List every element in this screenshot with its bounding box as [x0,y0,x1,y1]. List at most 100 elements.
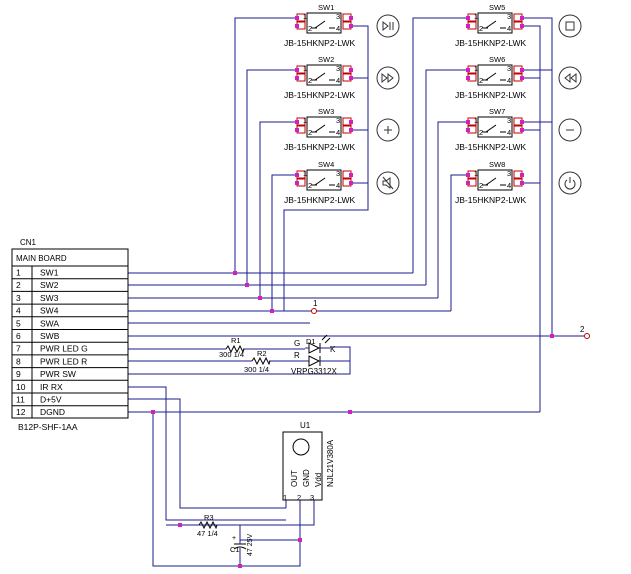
c1-ref: C1 [230,545,240,554]
play-pause-icon [376,14,400,38]
switch-pin-2: 2 [479,76,483,85]
volume-down-icon [558,118,582,142]
switch-pin-3: 3 [336,169,340,178]
switch-pin-3: 3 [336,12,340,21]
switch-pin-1: 1 [303,64,307,73]
switch-pin-3: 3 [507,116,511,125]
connector-pin-number: 12 [16,407,26,417]
switch-pin-1: 1 [474,169,478,178]
connector-title: MAIN BOARD [16,254,67,263]
switch-body [477,64,513,86]
connector-pin-label: PWR LED G [40,344,88,354]
connector-pin-label: D+5V [40,395,62,405]
connector-pin-label: SW4 [40,306,59,316]
led-k-label: K [330,345,336,354]
c1-polarity: + [232,535,236,542]
connector-pin-number: 8 [16,356,21,366]
switch-pin-2: 2 [308,181,312,190]
switch-ref: SW4 [318,160,334,169]
switch-pin-4: 4 [507,24,511,33]
switch-pin-3: 3 [507,169,511,178]
switch-pin-1: 1 [474,116,478,125]
r1-value: 300 1/4 [219,350,244,359]
resistor-r2 [251,356,271,366]
connector-pin-number: 6 [16,331,21,341]
u1-pin-2-label: GND [302,469,311,487]
switch-ref: SW6 [489,55,505,64]
switch-pin-2: 2 [479,128,483,137]
switch-body [477,169,513,191]
connector-pin-label: PWR SW [40,369,76,379]
r3-value: 47 1/4 [197,529,218,538]
led-part: VRPG3312X [291,367,337,376]
switch-pin-4: 4 [336,24,340,33]
switch-ref: SW2 [318,55,334,64]
connector-pin-label: SW1 [40,268,59,278]
resistor-r3 [198,520,218,530]
led-g-label: G [294,339,300,348]
switch-pin-2: 2 [308,128,312,137]
switch-part-number: JB-15HKNP2-LWK [284,90,355,100]
switch-pin-2: 2 [308,76,312,85]
switch-ref: SW3 [318,107,334,116]
connector-pin-number: 3 [16,293,21,303]
switch-pin-1: 1 [474,12,478,21]
switch-pin-4: 4 [336,181,340,190]
resistor-r1 [225,344,245,354]
led-r-label: R [294,351,300,360]
fast-forward-icon [376,66,400,90]
switch-body [477,12,513,34]
switch-part-number: JB-15HKNP2-LWK [455,90,526,100]
switch-body [306,116,342,138]
switch-pin-3: 3 [336,116,340,125]
led-section: R1 300 1/4 R2 300 1/4 G R K D1 VRPG3312X [219,334,337,376]
r1-ref: R1 [231,336,241,345]
u1-ref: U1 [300,421,311,430]
switch-sw2: SW2 12 3 4JB-15HKNP2-LWK [284,55,400,100]
u1-part: NJL21V380A [326,439,335,487]
connector-pin-label: PWR LED R [40,356,87,366]
switch-array: SW11234JB-15HKNP2-LWKSW21234JB-15HKNP2-L… [284,3,582,205]
port-1-label: 1 [313,299,318,308]
switch-pin-2: 2 [308,24,312,33]
connector-pin-number: 9 [16,369,21,379]
switch-part-number: JB-15HKNP2-LWK [284,38,355,48]
switch-pin-1: 1 [303,116,307,125]
switch-part-number: JB-15HKNP2-LWK [455,142,526,152]
connector-pin-number: 7 [16,344,21,354]
connector-pin-number: 10 [16,382,26,392]
switch-ref: SW1 [318,3,334,12]
power-filter: R3 47 1/4 + C1 47 25V [197,513,254,556]
connector-pin-number: 11 [16,395,25,405]
r2-ref: R2 [257,349,267,358]
switch-part-number: JB-15HKNP2-LWK [284,195,355,205]
volume-up-icon [376,118,400,142]
stop-icon [558,14,582,38]
r3-ref: R3 [204,513,214,522]
power-icon [558,171,582,195]
switch-pin-1: 1 [303,12,307,21]
switch-pin-3: 3 [336,64,340,73]
rewind-icon [558,66,582,90]
switch-pin-4: 4 [336,76,340,85]
port-2-label: 2 [580,325,585,334]
c1-value: 47 25V [247,533,254,556]
capacitor-c1-curve [233,546,247,550]
u1-pin-2-num: 2 [297,493,301,502]
connector-part-number: B12P-SHF-1AA [18,422,78,432]
connector-pin-label: SW2 [40,280,59,290]
connector-pin-number: 2 [16,280,21,290]
u1-pin-3-num: 3 [310,493,314,502]
switch-body [306,64,342,86]
connector-pin-label: SWB [40,331,60,341]
connector-pin-label: DGND [40,407,65,417]
port-2-terminal [584,333,590,339]
